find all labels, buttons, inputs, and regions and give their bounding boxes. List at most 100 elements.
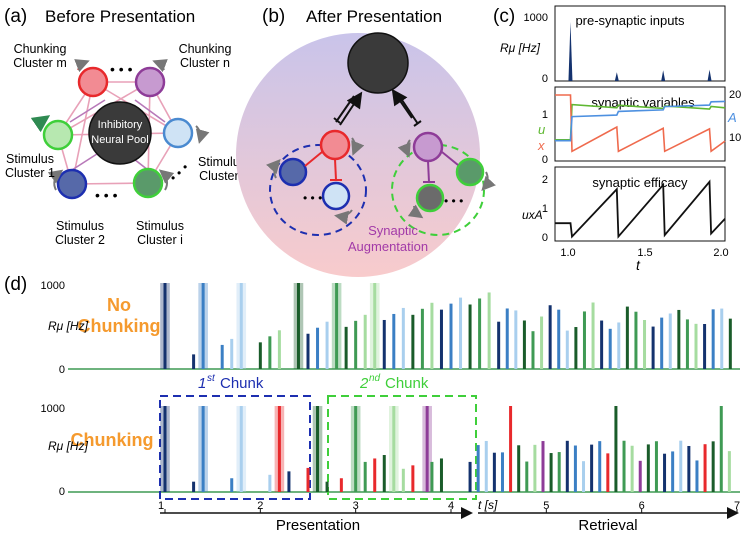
d-spike [449, 303, 453, 369]
d-spike [694, 323, 698, 369]
d-spike [591, 302, 595, 369]
d-spike [531, 331, 535, 369]
d-spike [476, 445, 480, 492]
d-spike [711, 309, 715, 369]
b-red-cluster [319, 129, 351, 161]
label-stim-j-1: Stimulus [198, 155, 246, 169]
d-spike [720, 308, 724, 369]
d-bottom-ytick-0: 0 [59, 486, 65, 498]
c2-label-u: u [538, 122, 545, 137]
dots-top: • • • [110, 61, 133, 77]
inhibitory-pool [88, 101, 152, 165]
d-spike [354, 406, 358, 492]
d-spike [525, 461, 529, 492]
d-spike [549, 453, 553, 492]
retrieval-label: Retrieval [578, 517, 637, 534]
d-t-unit: t [s] [478, 498, 498, 512]
d-spike [430, 302, 434, 369]
d-spike [582, 461, 586, 492]
presentation-label: Presentation [276, 517, 360, 534]
d-spike [651, 326, 655, 369]
d-spike [608, 328, 612, 369]
d-spike [325, 481, 329, 492]
c2-ytick-r10: 10 [729, 132, 741, 144]
d-bottom-ylabel: Rμ [Hz] [48, 439, 89, 453]
d-top-label-2: Chunking [78, 316, 161, 336]
self-arrow-i [158, 169, 175, 191]
d-spike [671, 451, 675, 492]
c-xtick-1: 1.0 [560, 247, 575, 259]
d-top-ylabel: Rμ [Hz] [48, 319, 89, 333]
d-spike [363, 461, 367, 492]
panel-d: (d) No Chunking Rμ [Hz] 1000 0 Chunking … [4, 274, 740, 534]
d-spike [430, 461, 434, 492]
d-spike [163, 406, 167, 492]
d-spike [277, 406, 281, 492]
stim-cluster-i [132, 167, 164, 199]
d-spike [163, 283, 167, 369]
d-spike [201, 283, 205, 369]
d-top-ytick-0: 0 [59, 364, 65, 376]
d-spike [392, 406, 396, 492]
c3-ytick-1: 1 [542, 203, 548, 215]
c2-series-A [555, 100, 726, 142]
chunk2-sup: nd [369, 373, 381, 384]
b-dark-green-cluster [415, 183, 445, 213]
stim-cluster-j [162, 117, 194, 149]
chunk1-num: 1 [198, 375, 206, 392]
label-chunk-m-2: Cluster m [13, 56, 66, 70]
d-spike [500, 452, 504, 492]
d-spike [646, 444, 650, 492]
d-spike [439, 309, 443, 369]
c3-ytick-2: 2 [542, 174, 548, 186]
c2-ytick-0: 0 [542, 154, 548, 166]
d-spike [316, 327, 320, 369]
self-arrow-j [195, 125, 210, 144]
d-spike [363, 314, 367, 369]
d-spike [344, 326, 348, 369]
d-spike [590, 444, 594, 492]
c-title1: pre-synaptic inputs [575, 13, 685, 28]
d-spike [573, 445, 577, 492]
d-spike [565, 330, 569, 369]
pool-label-1: Inhibitory [98, 119, 143, 131]
panel-c: (c) pre-synaptic inputs synaptic variabl… [493, 5, 741, 273]
c3-efficacy-line [555, 179, 726, 239]
d-spike [514, 310, 518, 369]
c1-spike [661, 70, 666, 81]
d-spike [492, 452, 496, 492]
d-spike [660, 317, 664, 369]
d-spike [192, 481, 196, 492]
d-xtick-label: 1 [158, 500, 164, 512]
d-spike [643, 320, 647, 369]
d-spike [306, 333, 310, 369]
c3-ylabel: uxA [522, 208, 543, 222]
c1-ylabel: Rμ [Hz] [500, 41, 541, 55]
d-spike [382, 319, 386, 369]
d-spike [522, 320, 526, 369]
d-spike [401, 468, 405, 492]
panel-a-label: (a) [4, 6, 27, 27]
d-spike [677, 309, 681, 369]
d-spike [411, 465, 415, 492]
d-bottom-ytick-1000: 1000 [41, 403, 65, 415]
d-spike [679, 440, 683, 492]
self-arrow-1 [30, 115, 51, 133]
d-spike [574, 327, 578, 369]
d-spike [719, 406, 723, 492]
d-spike [614, 406, 618, 492]
d-spike [192, 354, 196, 369]
d-spike [509, 406, 513, 492]
panel-a-title: Before Presentation [45, 7, 195, 26]
c-plot1-frame [554, 5, 726, 82]
svg-text:• • •: • • • [444, 194, 463, 208]
d-spike [630, 445, 634, 492]
d-xtick-label: 3 [353, 500, 359, 512]
d-spike [565, 440, 569, 492]
d-spike [685, 319, 689, 369]
d-spike [306, 467, 310, 492]
d-spike [557, 452, 561, 492]
panel-b: (b) After Presentation • • • • • • [236, 6, 496, 277]
d-spike [478, 298, 482, 369]
